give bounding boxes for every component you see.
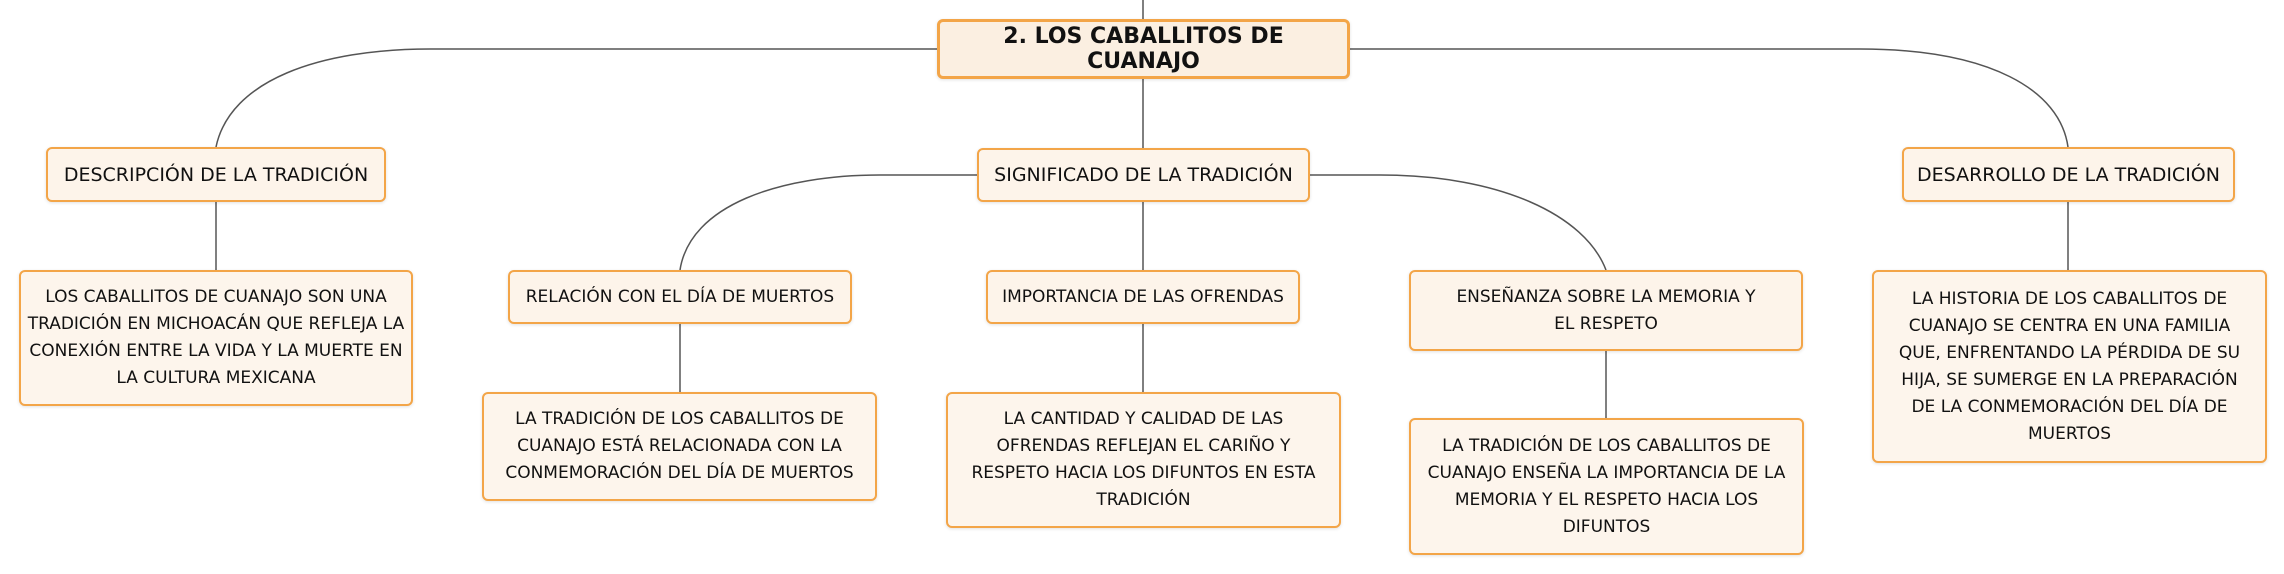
root-topic[interactable]: 2. LOS CABALLITOS DE CUANAJO [937,19,1350,79]
topic-descripcion[interactable]: DESCRIPCIÓN DE LA TRADICIÓN [46,147,386,202]
topic-significado-label: SIGNIFICADO DE LA TRADICIÓN [994,164,1293,186]
subtopic-ensenanza-memoria[interactable]: ENSEÑANZA SOBRE LA MEMORIA Y EL RESPETO [1409,270,1803,351]
subtopic-ensenanza-label: ENSEÑANZA SOBRE LA MEMORIA Y EL RESPETO [1456,286,1756,334]
root-topic-label: 2. LOS CABALLITOS DE CUANAJO [1003,24,1284,74]
detail-ensenanza-text: LA TRADICIÓN DE LOS CABALLITOS DE CUANAJ… [1427,435,1786,537]
detail-relacion-text: LA TRADICIÓN DE LOS CABALLITOS DE CUANAJ… [505,409,854,483]
connector-significado-to-relacion [679,174,977,271]
connector-root-to-desarrollo [1350,48,2069,148]
detail-descripcion-text: LOS CABALLITOS DE CUANAJO SON UNA TRADIC… [27,287,405,388]
connector-significado-to-ensenanza [1310,174,1607,271]
detail-desarrollo-text: LA HISTORIA DE LOS CABALLITOS DE CUANAJO… [1898,288,2241,444]
subtopic-ofrendas-label: IMPORTANCIA DE LAS OFRENDAS [1002,286,1284,307]
subtopic-relacion-label: RELACIÓN CON EL DÍA DE MUERTOS [525,286,835,307]
subtopic-relacion-dia-de-muertos[interactable]: RELACIÓN CON EL DÍA DE MUERTOS [508,270,852,324]
detail-desarrollo[interactable]: LA HISTORIA DE LOS CABALLITOS DE CUANAJO… [1872,270,2267,463]
topic-desarrollo-label: DESARROLLO DE LA TRADICIÓN [1917,163,2220,186]
topic-desarrollo[interactable]: DESARROLLO DE LA TRADICIÓN [1902,147,2235,202]
topic-significado[interactable]: SIGNIFICADO DE LA TRADICIÓN [977,148,1310,202]
detail-descripcion[interactable]: LOS CABALLITOS DE CUANAJO SON UNA TRADIC… [19,270,413,406]
detail-ofrendas-text: LA CANTIDAD Y CALIDAD DE LAS OFRENDAS RE… [971,409,1316,510]
detail-relacion-dia-de-muertos[interactable]: LA TRADICIÓN DE LOS CABALLITOS DE CUANAJ… [482,392,877,501]
detail-importancia-ofrendas[interactable]: LA CANTIDAD Y CALIDAD DE LAS OFRENDAS RE… [946,392,1341,528]
topic-descripcion-label: DESCRIPCIÓN DE LA TRADICIÓN [63,163,369,186]
connector-root-to-descripcion [215,48,937,148]
subtopic-importancia-ofrendas[interactable]: IMPORTANCIA DE LAS OFRENDAS [986,270,1300,324]
detail-ensenanza-memoria[interactable]: LA TRADICIÓN DE LOS CABALLITOS DE CUANAJ… [1409,418,1804,555]
